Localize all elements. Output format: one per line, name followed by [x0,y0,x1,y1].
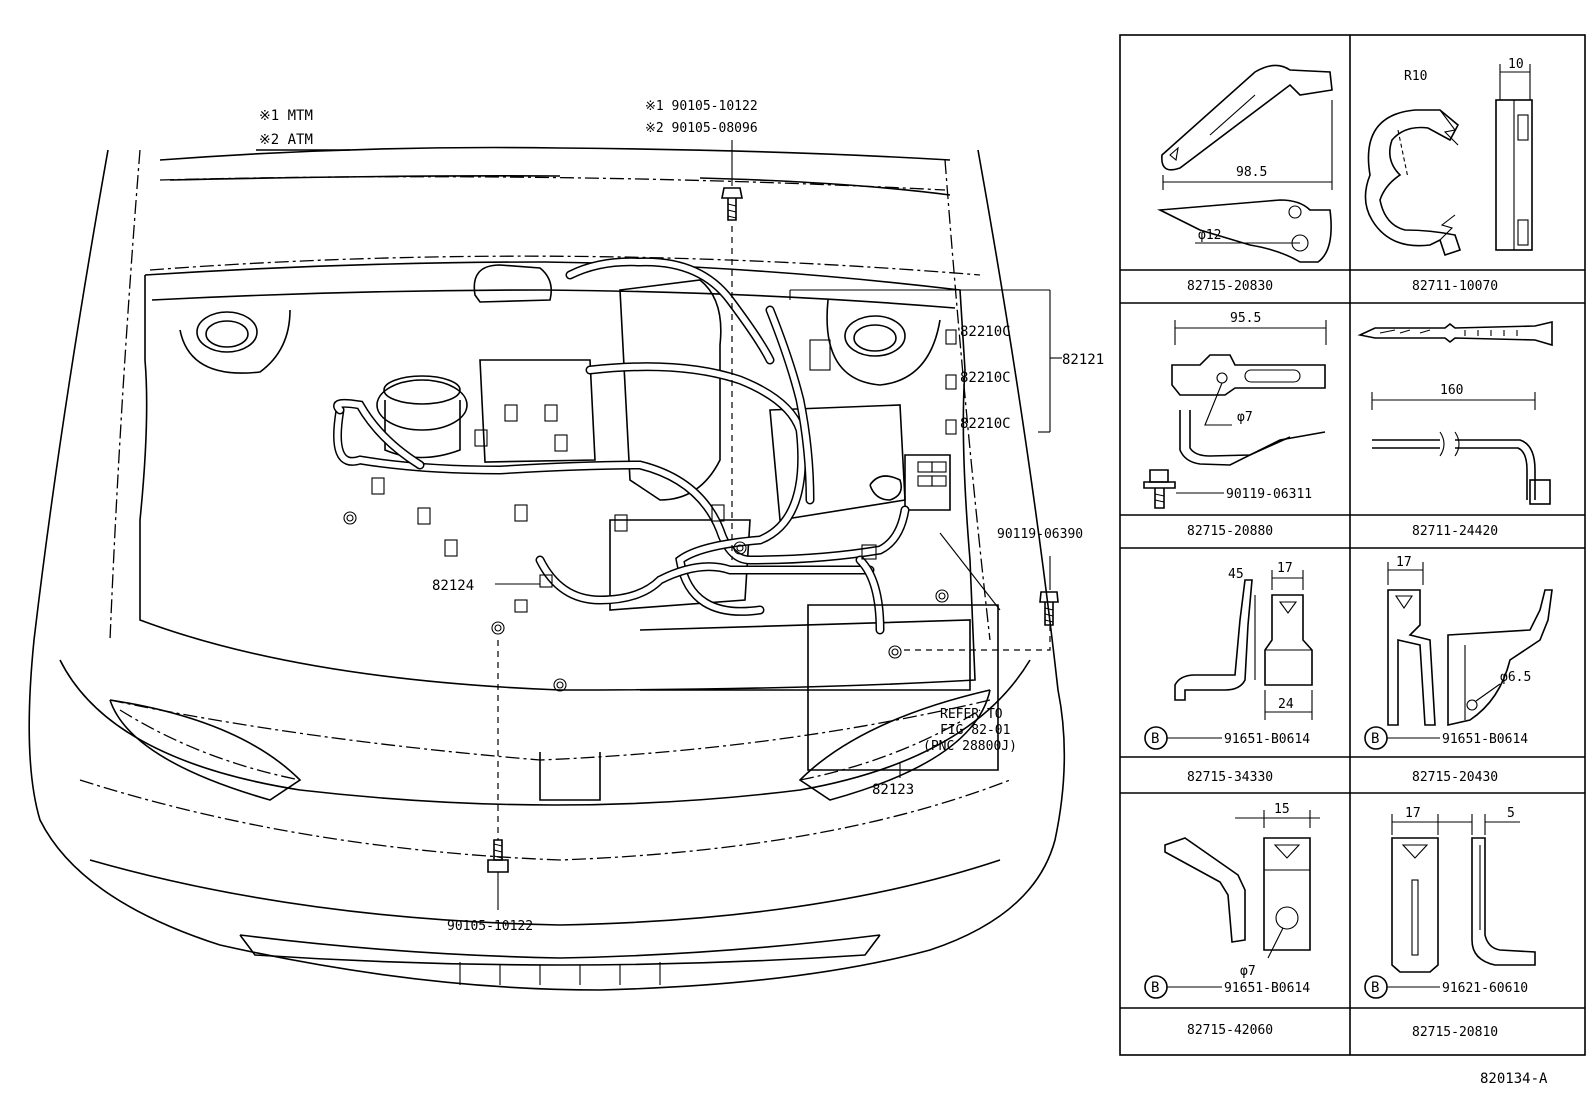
dim-45: 45 [1228,567,1244,582]
parts-grid [1119,34,1586,1056]
top-bolt-label-1: ※1 90105-10122 [645,99,758,114]
legend-note-atm: ※2 ATM [259,132,313,148]
legend-note-mtm: ※1 MTM [259,108,313,124]
part-number-82715-20880: 82715-20880 [1187,524,1273,539]
callout-91651-b0614-b: 91651-B0614 [1442,732,1528,747]
callout-90119-06311: 90119-06311 [1226,487,1312,502]
dim-24: 24 [1278,697,1294,712]
dim-98-5: 98.5 [1236,165,1267,180]
part-number-82711-10070: 82711-10070 [1412,279,1498,294]
refer-line-2: FIG 82-01 [940,723,1010,738]
dim-phi7-a: φ7 [1237,410,1253,425]
relay-label-2: 82210C [960,370,1011,386]
screw-icon [1143,469,1176,509]
relay-label-1: 82210C [960,324,1011,340]
dim-phi7-b: φ7 [1240,964,1256,979]
bolt-right-icon [1039,591,1059,626]
dim-17-c: 17 [1405,806,1421,821]
dim-r10: R10 [1404,69,1427,84]
part-cell-82715-42060: 15 φ7 B 91651-B0614 82715-42060 [1144,802,1320,1038]
bolt-right-label: 90119-06390 [997,527,1083,542]
wire-82123-label: 82123 [872,782,914,798]
dim-15: 15 [1274,802,1290,817]
part-cell-82715-20830: 98.5 φ12 82715-20830 [1157,64,1333,294]
figure-id: 820134-A [1480,1071,1548,1087]
callout-91651-b0614-c: 91651-B0614 [1224,981,1310,996]
part-cell-82715-34330: 45 17 24 B 91651-B0614 82715-34330 [1144,561,1313,785]
part-number-82715-20430: 82715-20430 [1412,770,1498,785]
part-cell-82715-20880: 95.5 φ7 90119-06311 82715-20880 [1143,311,1327,539]
part-cell-82711-10070: R10 10 82711-10070 [1364,57,1533,294]
bolt-bottom-label: 90105-10122 [447,919,533,934]
part-cell-82715-20430: 17 φ6.5 B 91651-B0614 82715-20430 [1364,555,1553,785]
bolt-bottom-icon [487,839,509,910]
part-number-82715-20830: 82715-20830 [1187,279,1273,294]
circle-b-label-4: B [1371,980,1379,996]
dim-phi6-5: φ6.5 [1500,670,1531,685]
relay-group-label: 82121 [1062,352,1104,368]
bolt-top-icon [721,187,743,221]
part-cell-82711-24420: 160 82711-24420 [1357,320,1553,539]
part-number-82711-24420: 82711-24420 [1412,524,1498,539]
dim-95-5: 95.5 [1230,311,1261,326]
circle-b-label-3: B [1151,980,1159,996]
part-number-82715-20810: 82715-20810 [1412,1025,1498,1040]
callout-91651-b0614-a: 91651-B0614 [1224,732,1310,747]
top-bolt-label-2: ※2 90105-08096 [645,121,758,136]
refer-line-3: (PNC 28800J) [923,739,1017,754]
dim-160: 160 [1440,383,1463,398]
circle-b-label-1: B [1151,731,1159,747]
dim-10: 10 [1508,57,1524,72]
engine-bay-illustration [28,140,1066,991]
part-number-82715-42060: 82715-42060 [1187,1023,1273,1038]
dim-5: 5 [1507,806,1515,821]
wire-82124-label: 82124 [432,578,474,594]
dim-17-a: 17 [1277,561,1293,576]
dim-17-b: 17 [1396,555,1412,570]
callout-91621-60610: 91621-60610 [1442,981,1528,996]
relay-label-3: 82210C [960,416,1011,432]
dim-phi12: φ12 [1198,228,1221,243]
refer-line-1: REFER TO [940,707,1003,722]
part-cell-82715-20810: 17 5 B 91621-60610 82715-20810 [1364,806,1536,1040]
circle-b-label-2: B [1371,731,1379,747]
part-number-82715-34330: 82715-34330 [1187,770,1273,785]
